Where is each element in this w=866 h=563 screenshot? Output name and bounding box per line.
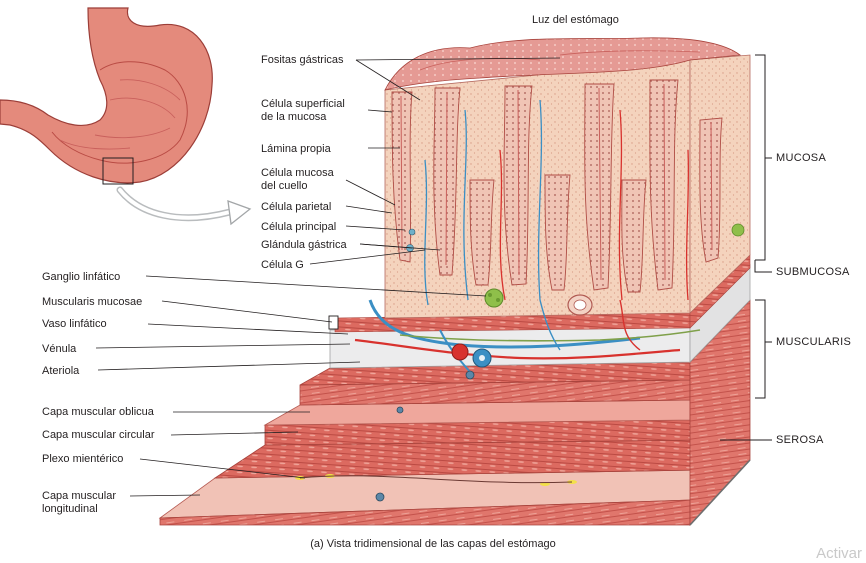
label-celula-parietal: Célula parietal [261, 201, 332, 213]
label-venula: Vénula [42, 343, 77, 355]
lymph-node [484, 288, 504, 308]
label-ganglio-linfatico: Ganglio linfático [42, 271, 121, 283]
inset-region-box [102, 157, 134, 185]
label-muscularis-mucosae: Muscularis mucosae [42, 296, 143, 308]
stomach-lumen-label: Luz del estómago [532, 14, 619, 26]
label-capa-oblicua: Capa muscular oblicua [42, 406, 154, 418]
label-lamina-propia: Lámina propia [261, 143, 331, 155]
layer-label-submucosa: SUBMUCOSA [776, 266, 850, 278]
label-vaso-linfatico: Vaso linfático [42, 318, 107, 330]
layer-label-muscularis: MUSCULARIS [776, 336, 852, 348]
label-celula-g: Célula G [261, 259, 304, 271]
layer-brackets [720, 54, 772, 441]
submucosa-vessels [328, 288, 701, 380]
label-fositas-gastricas: Fositas gástricas [261, 54, 344, 66]
stomach-inset [0, 5, 252, 226]
label-celula-principal: Célula principal [261, 221, 337, 233]
label-celula-superficial: Célula superficial de la mucosa [261, 98, 345, 123]
activation-watermark: Activar [816, 545, 862, 562]
label-capa-longitudinal: Capa muscular longitudinal [42, 490, 116, 515]
mucosa-block [384, 37, 751, 319]
label-plexo-mienterico: Plexo mientérico [42, 453, 124, 465]
layer-label-serosa: SEROSA [776, 434, 824, 446]
figure-caption: (a) Vista tridimensional de las capas de… [310, 538, 556, 550]
leader-lines [95, 57, 561, 497]
label-ateriola: Ateriola [42, 365, 80, 377]
label-capa-circular: Capa muscular circular [42, 429, 155, 441]
label-celula-mucosa-cuello: Célula mucosa del cuello [261, 167, 334, 192]
layer-label-mucosa: MUCOSA [776, 152, 827, 164]
label-glandula-gastrica: Glándula gástrica [261, 239, 347, 251]
